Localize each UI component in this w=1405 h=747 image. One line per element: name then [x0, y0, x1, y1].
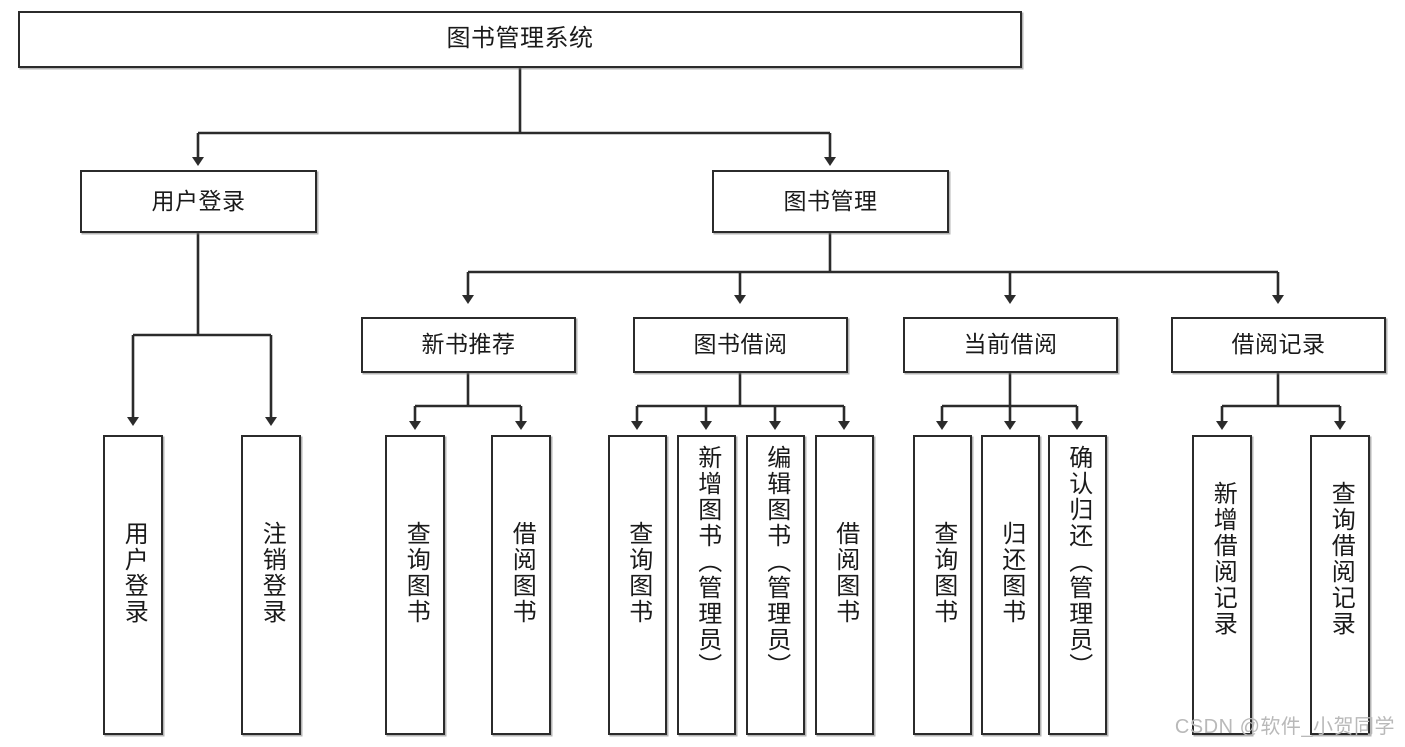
node-current-borrow[interactable]: 当前借阅: [903, 317, 1118, 373]
node-label: 新增借阅记录: [1209, 481, 1237, 637]
node-borrow-record[interactable]: 借阅记录: [1171, 317, 1386, 373]
node-label: 查询图书: [402, 521, 430, 625]
node-label: 图书管理: [783, 187, 878, 214]
leaf-query-book-3[interactable]: 查询图书: [913, 435, 972, 735]
watermark-text: CSDN @软件_小贺同学: [1174, 716, 1395, 738]
node-book-manage[interactable]: 图书管理: [712, 170, 949, 233]
node-label: 图书管理系统: [446, 25, 594, 53]
node-label: 查询图书: [929, 521, 957, 625]
leaf-query-book-2[interactable]: 查询图书: [608, 435, 667, 735]
leaf-return-book[interactable]: 归还图书: [981, 435, 1040, 735]
node-label: 查询图书: [624, 521, 652, 625]
leaf-confirm-return[interactable]: 确认归还（管理员）: [1048, 435, 1107, 735]
node-label: 确认归还（管理员）: [1064, 445, 1092, 679]
node-label: 新书推荐: [421, 331, 516, 358]
node-label: 用户登录: [120, 521, 148, 625]
node-label: 图书借阅: [693, 331, 788, 358]
node-label: 注销登录: [258, 521, 286, 625]
node-label: 用户登录: [151, 187, 246, 214]
node-user-login[interactable]: 用户登录: [80, 170, 317, 233]
leaf-user-login[interactable]: 用户登录: [103, 435, 163, 735]
node-new-book-recommend[interactable]: 新书推荐: [361, 317, 576, 373]
node-label: 借阅图书: [508, 521, 536, 625]
node-book-borrow[interactable]: 图书借阅: [633, 317, 848, 373]
leaf-query-record[interactable]: 查询借阅记录: [1310, 435, 1370, 735]
leaf-query-book-1[interactable]: 查询图书: [385, 435, 445, 735]
node-label: 编辑图书（管理员）: [762, 445, 790, 679]
leaf-edit-book[interactable]: 编辑图书（管理员）: [746, 435, 805, 735]
leaf-borrow-book-1[interactable]: 借阅图书: [491, 435, 551, 735]
leaf-add-record[interactable]: 新增借阅记录: [1192, 435, 1252, 735]
node-label: 归还图书: [997, 521, 1025, 625]
node-label: 新增图书（管理员）: [693, 445, 721, 679]
node-label: 查询借阅记录: [1327, 481, 1355, 637]
leaf-borrow-book-2[interactable]: 借阅图书: [815, 435, 874, 735]
node-label: 借阅记录: [1231, 331, 1326, 358]
node-label: 当前借阅: [963, 331, 1058, 358]
node-label: 借阅图书: [831, 521, 859, 625]
node-root-system[interactable]: 图书管理系统: [18, 11, 1022, 68]
leaf-logout-login[interactable]: 注销登录: [241, 435, 301, 735]
leaf-add-book[interactable]: 新增图书（管理员）: [677, 435, 736, 735]
